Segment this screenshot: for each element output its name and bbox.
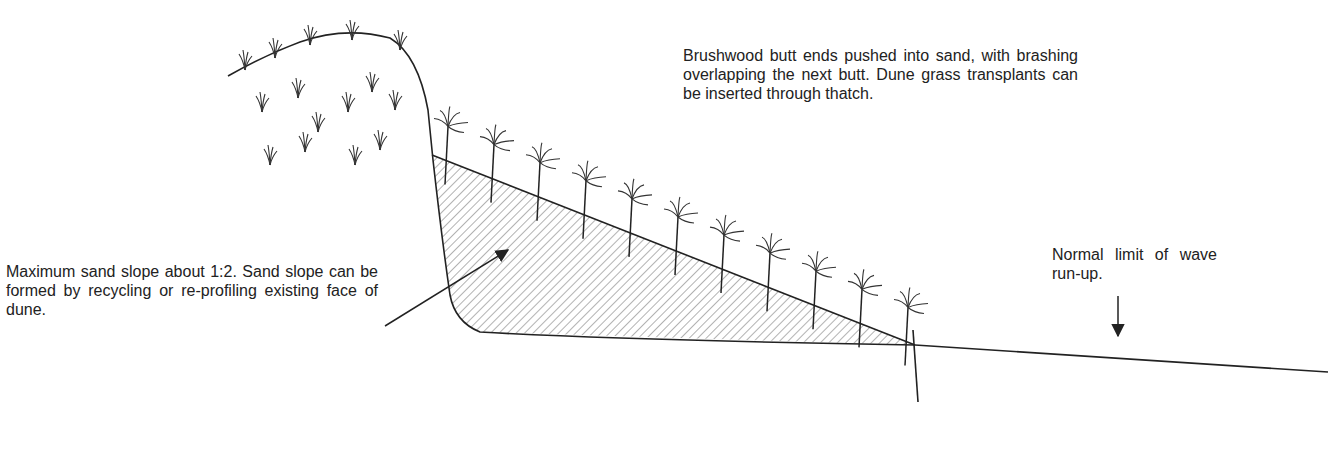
brashing [816, 267, 836, 271]
grass-blade [243, 50, 245, 70]
grass-blade [353, 145, 355, 165]
grass-blade [260, 92, 262, 112]
brashing [724, 235, 740, 241]
grass-blade [270, 151, 277, 165]
grass-blade [273, 38, 275, 58]
dune-grass [239, 20, 407, 165]
grass-blade [370, 72, 372, 92]
grass-blade [318, 118, 325, 132]
brashing [448, 123, 468, 127]
leader-arrow [1117, 296, 1119, 336]
grass-blade [346, 92, 348, 112]
brashing [724, 231, 744, 235]
grass-blade [245, 56, 252, 70]
grass-blade [310, 31, 317, 45]
brashing [678, 217, 694, 223]
brashing [716, 219, 724, 235]
stake [905, 307, 908, 365]
stake [813, 271, 816, 329]
leader-arrow [385, 250, 508, 326]
grass-blade [350, 20, 352, 40]
grass-blade [308, 25, 310, 45]
brashing [862, 289, 878, 295]
brashing [670, 201, 678, 217]
grass-blade [380, 136, 387, 150]
brashing [532, 147, 540, 163]
brashing [908, 307, 924, 313]
brashing [808, 255, 816, 271]
sand-slope [432, 155, 915, 345]
brashing [624, 183, 632, 199]
stake [767, 253, 770, 311]
annotation: Maximum sand slope about 1:2. Sand slope… [6, 262, 378, 320]
brashing [448, 127, 464, 133]
annotation: Normal limit of wave run-up. [1052, 245, 1217, 283]
brashing [632, 199, 648, 205]
brashing [862, 285, 882, 289]
grass-blade [393, 90, 395, 110]
stake [629, 199, 632, 257]
grass-blade [355, 151, 362, 165]
grass-blade [372, 78, 379, 92]
brashing [816, 271, 832, 277]
stake [583, 181, 586, 239]
sand-wedge [432, 155, 915, 345]
brashing [540, 163, 556, 169]
dune-profile [228, 33, 1328, 372]
grass-blade [262, 98, 269, 112]
grass-blade [378, 130, 380, 150]
grass-blade [398, 30, 400, 50]
brashing [494, 145, 510, 151]
grass-blade [352, 26, 359, 40]
grass-blade [268, 145, 270, 165]
stake [913, 330, 918, 402]
brashing [586, 177, 606, 181]
brashing [900, 291, 908, 307]
stake [721, 235, 724, 293]
grass-blade [348, 98, 355, 112]
grass-blade [395, 96, 402, 110]
brashing [494, 141, 514, 145]
stake [859, 289, 862, 347]
grass-blade [305, 138, 312, 152]
stake [537, 163, 540, 221]
brashing [440, 111, 448, 127]
brashing [854, 273, 862, 289]
grass-blade [296, 78, 298, 98]
brashing [908, 303, 928, 307]
stake [445, 127, 448, 185]
grass-blade [400, 36, 407, 50]
brushwood-stakes [434, 107, 928, 366]
grass-blade [298, 84, 305, 98]
brashing [762, 237, 770, 253]
annotation: Brushwood butt ends pushed into sand, wi… [683, 46, 1078, 104]
brashing [770, 249, 790, 253]
brashing [770, 253, 786, 259]
stake [675, 217, 678, 275]
grass-blade [316, 112, 318, 132]
stake [491, 145, 494, 203]
brashing [632, 195, 652, 199]
grass-blade [275, 44, 282, 58]
grass-blade [303, 132, 305, 152]
brashing [678, 213, 698, 217]
brashing [540, 159, 560, 163]
brashing [486, 129, 494, 145]
brashing [578, 165, 586, 181]
brashing [586, 181, 602, 187]
